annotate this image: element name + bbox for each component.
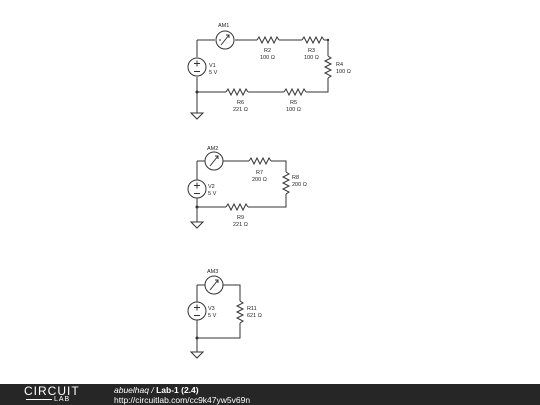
circuit-title[interactable]: Lab-1 (2.4) — [156, 385, 199, 395]
logo-text-top: CIRCUIT — [24, 384, 80, 398]
title-separator: / — [148, 385, 157, 395]
resistor-name: R8 — [292, 175, 299, 181]
resistor-r11 — [235, 300, 245, 324]
circuit-3: AM3 V3 5 V R11 621 Ω — [187, 269, 262, 359]
ground-symbol — [189, 351, 205, 359]
logo-text-bottom: LAB — [54, 396, 71, 403]
resistor-name: R2 — [264, 48, 271, 54]
ground-symbol — [189, 112, 205, 120]
resistor-r6 — [225, 87, 249, 97]
resistor-value: 621 Ω — [247, 313, 262, 319]
resistor-r8 — [281, 171, 291, 195]
resistor-r3 — [301, 35, 325, 45]
footer-bar — [0, 384, 540, 405]
footer-info: abuelhaq / Lab-1 (2.4) http://circuitlab… — [114, 385, 250, 405]
ammeter-label: AM3 — [207, 269, 218, 275]
circuit-1: AM1 V1 5 V R2 100 Ω R3 100 Ω R4 100 Ω R5… — [187, 23, 351, 120]
source-name: V2 — [208, 184, 215, 190]
resistor-value: 100 Ω — [286, 107, 301, 113]
source-value: 5 V — [208, 191, 217, 197]
resistor-r5 — [283, 87, 307, 97]
resistor-name: R3 — [308, 48, 315, 54]
resistor-r4 — [323, 55, 333, 79]
schematic-canvas: AM1 V1 5 V R2 100 Ω R3 100 Ω R4 100 Ω R5… — [187, 23, 351, 359]
source-value: 5 V — [208, 313, 217, 319]
circuit-2: AM2 V2 5 V R7 200 Ω R8 200 Ω R9 221 Ω — [187, 146, 307, 229]
circuitlab-logo[interactable]: CIRCUIT LAB — [24, 385, 90, 404]
resistor-name: R11 — [247, 306, 257, 312]
resistor-value: 200 Ω — [252, 177, 267, 183]
voltage-source-v3 — [187, 301, 207, 321]
author-name[interactable]: abuelhaq — [114, 385, 149, 395]
resistor-value: 221 Ω — [233, 107, 248, 113]
circuit-url[interactable]: http://circuitlab.com/cc9k47yw5v69n — [114, 395, 251, 405]
resistor-r2 — [256, 35, 280, 45]
ground-symbol — [189, 221, 205, 229]
resistor-value: 100 Ω — [304, 55, 319, 61]
ammeter-am1 — [215, 30, 235, 50]
logo-wire-line — [26, 399, 52, 400]
resistor-name: R6 — [237, 100, 244, 106]
resistor-name: R4 — [336, 62, 343, 68]
source-name: V1 — [209, 63, 216, 69]
resistor-r7 — [248, 156, 272, 166]
resistor-name: R7 — [256, 170, 263, 176]
voltage-source-v2 — [187, 179, 207, 199]
resistor-name: R5 — [290, 100, 297, 106]
ammeter-am3 — [204, 275, 224, 295]
resistor-value: 200 Ω — [292, 182, 307, 188]
circuit-title-line: abuelhaq / Lab-1 (2.4) — [114, 385, 250, 395]
voltage-source-v1 — [187, 57, 207, 77]
ammeter-am2 — [204, 151, 224, 171]
ammeter-label: AM1 — [218, 23, 229, 29]
resistor-r9 — [225, 202, 249, 212]
resistor-value: 100 Ω — [260, 55, 275, 61]
source-value: 5 V — [209, 70, 218, 76]
source-name: V3 — [208, 306, 215, 312]
resistor-value: 100 Ω — [336, 69, 351, 75]
resistor-name: R9 — [237, 215, 244, 221]
resistor-value: 221 Ω — [233, 222, 248, 228]
ammeter-label: AM2 — [207, 146, 218, 152]
